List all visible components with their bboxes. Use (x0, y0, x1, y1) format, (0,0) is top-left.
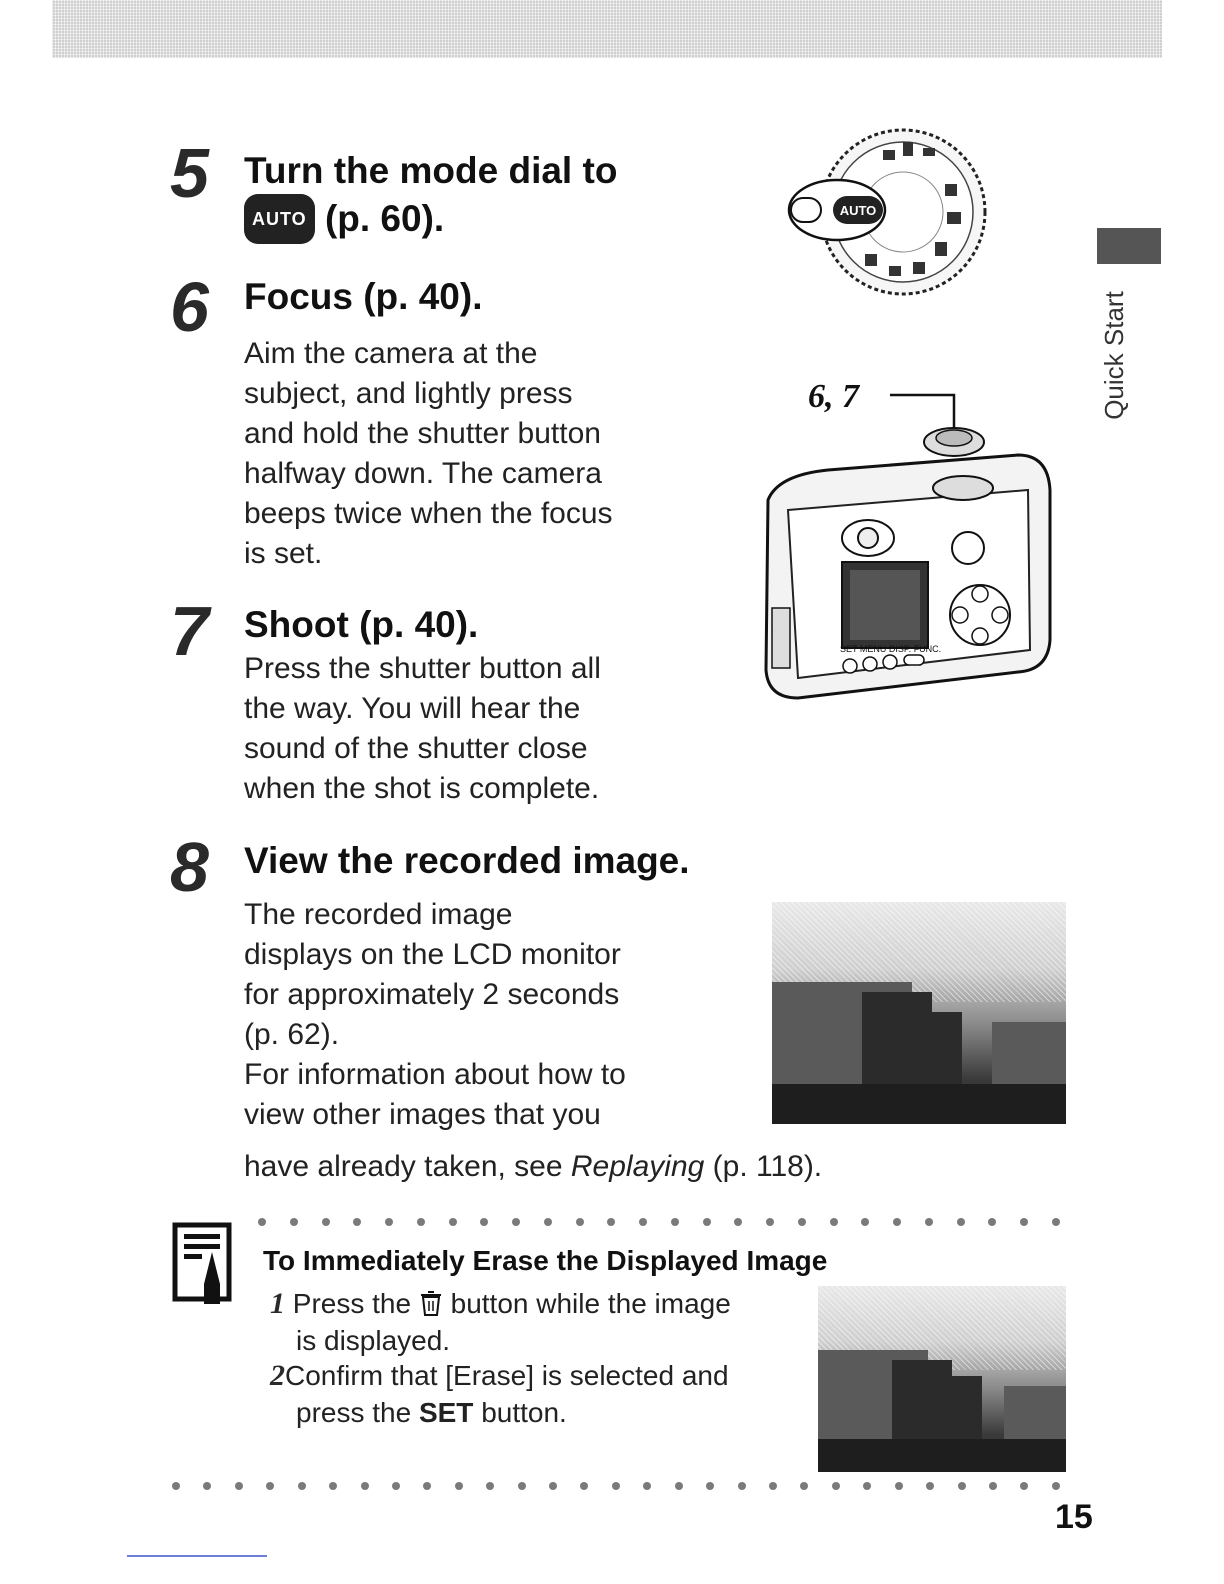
header-band (52, 0, 1162, 58)
text-line: displays on the LCD monitor (244, 938, 621, 971)
step-number-6: 6 (170, 268, 209, 346)
photo-ground (818, 1438, 1066, 1472)
text-line: Press the shutter button all (244, 652, 601, 685)
text-line: For information about how to (244, 1058, 626, 1091)
note-title: To Immediately Erase the Displayed Image (263, 1245, 828, 1276)
step-7-body: Press the shutter button all the way. Yo… (244, 649, 601, 809)
step-title-6: Focus (p. 40). (244, 276, 483, 317)
erase-example-photo (818, 1286, 1066, 1472)
step-8-last-line: have already taken, see Replaying (p. 11… (244, 1147, 822, 1187)
section-tab-marker (1097, 228, 1161, 264)
photo-ground (772, 1084, 1066, 1124)
text-line: and hold the shutter button (244, 417, 601, 450)
set-button-label: SET (418, 1397, 474, 1428)
mode-dial-illustration: AUTO (787, 128, 987, 296)
dotted-separator-bottom (172, 1482, 1060, 1496)
replaying-reference: Replaying (570, 1150, 705, 1183)
text-line: beeps twice when the focus (244, 497, 613, 530)
step-number-8: 8 (170, 828, 209, 906)
memo-icon (172, 1222, 232, 1304)
page-number: 15 (1055, 1498, 1093, 1536)
text-line: (p. 62). (244, 1018, 340, 1051)
step-title-5-line1: Turn the mode dial to (244, 150, 618, 191)
note-item-1-line1: 1 Press the button while the image (270, 1286, 731, 1322)
dotted-separator-top (258, 1218, 1060, 1232)
camera-button-labels: SET MENU DISP. FUNC. (840, 644, 941, 654)
step-8-body: The recorded image displays on the LCD m… (244, 895, 626, 1135)
step-number-7: 7 (170, 592, 209, 670)
text-line: the way. You will hear the (244, 692, 581, 725)
step-title-5-ref: (p. 60). (324, 198, 445, 239)
text-fragment: have already taken, see (244, 1150, 571, 1183)
note-item-number-2: 2 (270, 1359, 285, 1392)
note-item-number-1: 1 (270, 1287, 285, 1320)
camera-callout-label: 6, 7 (808, 378, 859, 415)
text-fragment: press the (296, 1397, 419, 1428)
section-tab-text: Quick Start (1098, 290, 1129, 420)
text-fragment: (p. 118). (704, 1150, 823, 1183)
bottom-underline-decoration (127, 1555, 267, 1557)
text-line: halfway down. The camera (244, 457, 602, 490)
text-fragment: Press the (292, 1288, 419, 1319)
text-line: subject, and lightly press (244, 377, 573, 410)
step-title-7: Shoot (p. 40). (244, 604, 479, 645)
step-6-body: Aim the camera at the subject, and light… (244, 334, 613, 574)
text-line: for approximately 2 seconds (244, 978, 620, 1011)
text-line: sound of the shutter close (244, 732, 588, 765)
text-fragment: button. (473, 1397, 567, 1428)
step-title-5-line2: AUTO (p. 60). (244, 194, 617, 244)
step-title-5: Turn the mode dial to AUTO (p. 60). (244, 148, 617, 244)
auto-mode-icon: AUTO (244, 194, 315, 244)
text-line: view other images that you (244, 1098, 601, 1131)
dial-auto-label: AUTO (840, 203, 877, 218)
step-title-8: View the recorded image. (244, 840, 690, 881)
text-fragment: button while the image (442, 1288, 731, 1319)
step-number-5: 5 (170, 134, 209, 212)
text-fragment: Confirm that [Erase] is selected and (285, 1360, 729, 1391)
note-item-2-line2: press the SET button. (296, 1395, 567, 1431)
note-item-1-line2: is displayed. (296, 1325, 451, 1356)
text-line: when the shot is complete. (244, 772, 600, 805)
recorded-image-photo (772, 902, 1066, 1124)
text-line: is set. (244, 537, 323, 570)
erase-trash-icon (420, 1291, 441, 1316)
text-line: Aim the camera at the (244, 337, 538, 370)
note-item-2-line1: 2Confirm that [Erase] is selected and (270, 1358, 729, 1394)
text-line: The recorded image (244, 898, 513, 931)
camera-back-illustration: SET MENU DISP. FUNC. (764, 393, 1052, 700)
section-tab-label: Quick Start (1094, 270, 1134, 440)
